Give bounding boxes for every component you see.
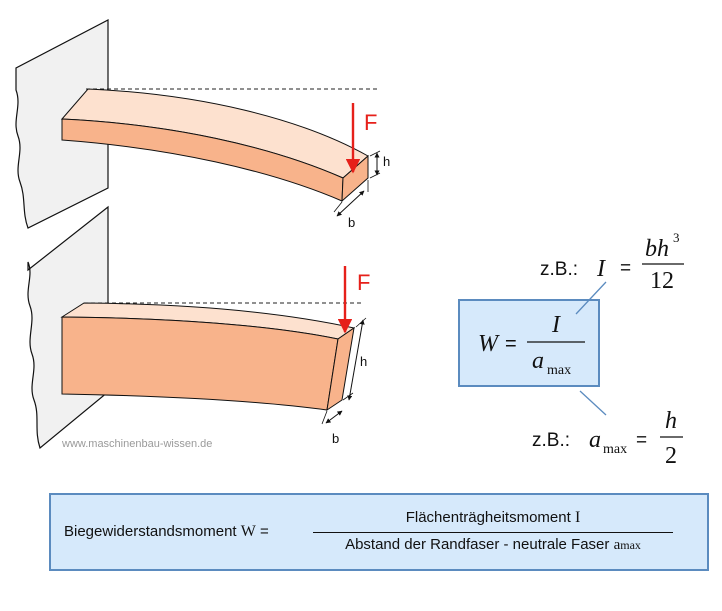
example-inertia-exp: 3 (673, 230, 680, 245)
definition-denominator-text: Abstand der Randfaser - neutrale Faser (345, 536, 610, 553)
top-force-label: F (364, 110, 377, 135)
example-amax-lhs: a (589, 427, 601, 453)
example-inertia-lhs: I (596, 256, 606, 282)
definition-symbol: W (240, 523, 256, 540)
bottom-b-dimension (325, 410, 343, 424)
definition-lhs: Biegewiderstandsmoment W = (64, 523, 269, 541)
bottom-beam-assembly: F h b (27, 205, 370, 450)
example-amax-equals: = (636, 430, 647, 451)
definition-box: Biegewiderstandsmoment W = Flächenträghe… (49, 493, 709, 571)
top-b-dimension (336, 190, 365, 217)
bottom-force-label: F (357, 270, 370, 295)
example-inertia-numerator: bh (645, 236, 669, 262)
definition-label: Biegewiderstandsmoment (64, 523, 237, 540)
definition-fraction-line (313, 532, 673, 533)
definition-numerator: Flächenträgheitsmoment I (313, 509, 673, 527)
top-h-label: h (383, 154, 390, 169)
formula-w: W (478, 331, 500, 357)
definition-equals: = (260, 523, 269, 540)
formula-numerator: I (551, 312, 561, 338)
section-modulus-formula: W = I a max (458, 281, 607, 416)
definition-denominator: Abstand der Randfaser - neutrale Faser a… (313, 536, 673, 554)
definition-denominator-symbol: a (613, 537, 621, 553)
connector-top (575, 281, 607, 315)
example-amax-lhs-sub: max (603, 442, 627, 457)
formula-box (458, 299, 600, 387)
connector-bottom (579, 390, 607, 416)
watermark: www.maschinenbau-wissen.de (62, 438, 213, 450)
bottom-h-label: h (360, 354, 367, 369)
top-b-label: b (348, 215, 355, 230)
top-beam-assembly: F h b (15, 19, 390, 230)
example-amax-numerator: h (665, 408, 677, 434)
bottom-h-dimension (347, 319, 365, 401)
example-inertia: z.B.: I = bh 3 12 (540, 230, 684, 294)
example-inertia-equals: = (620, 258, 631, 279)
example-amax-denominator: 2 (665, 443, 677, 469)
bottom-b-label: b (332, 431, 339, 446)
definition-numerator-symbol: I (574, 509, 581, 526)
formula-denominator: a (532, 348, 544, 374)
definition-numerator-text: Flächenträgheitsmoment (405, 509, 571, 526)
example-inertia-prefix: z.B.: (540, 259, 578, 280)
definition-denominator-sub: max (620, 538, 641, 552)
example-inertia-denominator: 12 (650, 268, 674, 294)
example-amax: z.B.: a max = h 2 (532, 408, 683, 469)
example-amax-prefix: z.B.: (532, 430, 570, 451)
formula-denominator-sub: max (547, 363, 571, 378)
formula-equals: = (505, 333, 517, 355)
